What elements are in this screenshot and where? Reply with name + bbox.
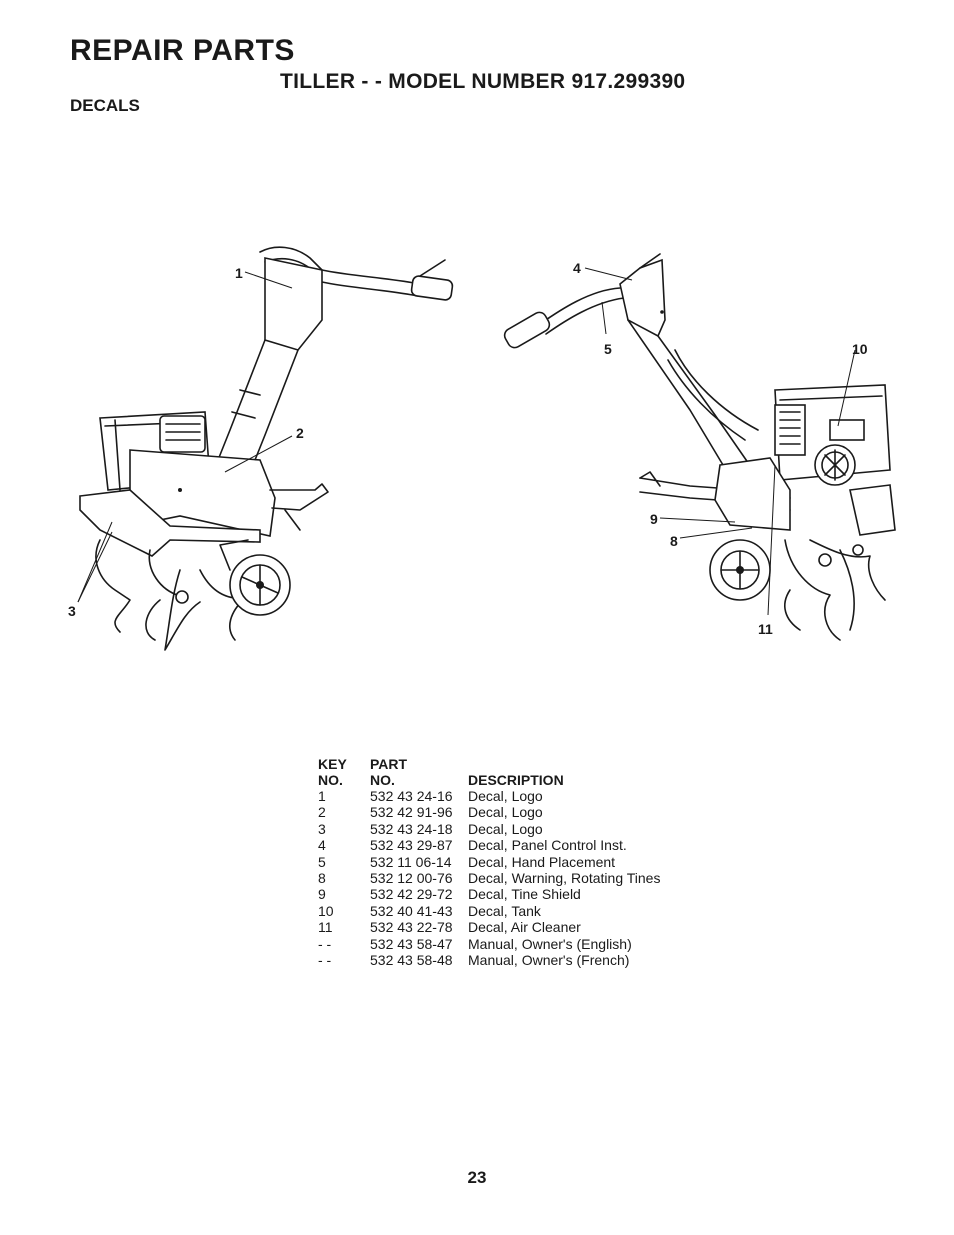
part-no: 532 43 24-18	[370, 820, 453, 837]
part-no: 532 43 24-16	[370, 788, 453, 804]
description: Decal, Logo	[468, 820, 543, 837]
part-no: 532 43 58-47	[370, 935, 453, 952]
callout-10: 10	[852, 341, 868, 357]
description: Decal, Hand Placement	[468, 853, 616, 870]
table-header-row-2: NO. NO. DESCRIPTION	[318, 772, 660, 788]
part-no: 532 43 58-48	[370, 952, 453, 969]
page-number: 23	[467, 1168, 487, 1187]
key-no: 9	[318, 886, 326, 903]
table-row: - - 532 43 58-47 Manual, Owner's (English)	[318, 936, 660, 952]
header-part: PART	[370, 756, 408, 772]
table-row: 2 532 42 91-96 Decal, Logo	[318, 804, 660, 820]
table-row: 3 532 43 24-18 Decal, Logo	[318, 821, 660, 837]
description: Manual, Owner's (English)	[468, 935, 632, 952]
header-part-no: NO.	[370, 772, 395, 788]
table-row: 1 532 43 24-16 Decal, Logo	[318, 788, 660, 804]
part-no: 532 40 41-43	[370, 902, 453, 919]
key-no: 3	[318, 820, 326, 837]
key-no: 5	[318, 853, 326, 870]
section-label: DECALS	[70, 96, 140, 115]
header-key: KEY	[318, 756, 347, 772]
header-description: DESCRIPTION	[468, 772, 564, 788]
key-no: 1	[318, 788, 326, 804]
part-no: 532 42 91-96	[370, 804, 453, 821]
description: Decal, Warning, Rotating Tines	[468, 870, 661, 887]
description: Decal, Air Cleaner	[468, 919, 581, 936]
callout-1: 1	[235, 265, 243, 281]
callout-2: 2	[296, 425, 304, 441]
part-no: 532 11 06-14	[370, 853, 452, 870]
header-key-no: NO.	[318, 772, 343, 788]
tiller-front-view-drawing	[77, 246, 454, 651]
key-no: 10	[318, 902, 334, 919]
callout-8: 8	[670, 533, 678, 549]
table-row: 9 532 42 29-72 Decal, Tine Shield	[318, 886, 660, 902]
table-row: 8 532 12 00-76 Decal, Warning, Rotating Ti…	[318, 870, 660, 886]
header-blank	[468, 756, 660, 772]
key-no: 11	[318, 919, 333, 936]
callout-5: 5	[604, 341, 612, 357]
page-title: REPAIR PARTS	[70, 34, 295, 67]
table-row: 4 532 43 29-87 Decal, Panel Control Inst.	[318, 837, 660, 853]
callout-4: 4	[573, 260, 581, 276]
table-row: 5 532 11 06-14 Decal, Hand Placement	[318, 854, 660, 870]
key-no: 2	[318, 804, 326, 821]
description: Manual, Owner's (French)	[468, 952, 630, 969]
callout-11: 11	[758, 621, 773, 637]
table-row: 10 532 40 41-43 Decal, Tank	[318, 903, 660, 919]
key-no: 8	[318, 870, 326, 887]
key-no: - -	[318, 952, 332, 969]
description: Decal, Tank	[468, 902, 541, 919]
parts-list-table: KEY PART NO. NO. DESCRIPTION 1 532 43 24-…	[318, 756, 660, 968]
part-no: 532 43 29-87	[370, 837, 453, 854]
table-row: 11 532 43 22-78 Decal, Air Cleaner	[318, 919, 660, 935]
callout-9: 9	[650, 511, 658, 527]
part-no: 532 43 22-78	[370, 919, 453, 936]
table-row: - - 532 43 58-48 Manual, Owner's (French)	[318, 952, 660, 968]
table-header-row-1: KEY PART	[318, 756, 660, 772]
key-no: 4	[318, 837, 326, 854]
model-subtitle: TILLER - - MODEL NUMBER 917.299390	[280, 70, 686, 93]
description: Decal, Logo	[468, 804, 543, 821]
description: Decal, Tine Shield	[468, 886, 581, 903]
tiller-rear-view-drawing	[503, 253, 896, 641]
part-no: 532 42 29-72	[370, 886, 453, 903]
key-no: - -	[318, 935, 332, 952]
tiller-rear-view-illustration: 4 5 10 9 8 11	[490, 240, 910, 670]
description: Decal, Logo	[468, 788, 543, 804]
description: Decal, Panel Control Inst.	[468, 837, 627, 854]
callout-3: 3	[68, 603, 76, 619]
tiller-front-view-illustration: 1 2 3	[60, 240, 480, 670]
part-no: 532 12 00-76	[370, 870, 453, 887]
